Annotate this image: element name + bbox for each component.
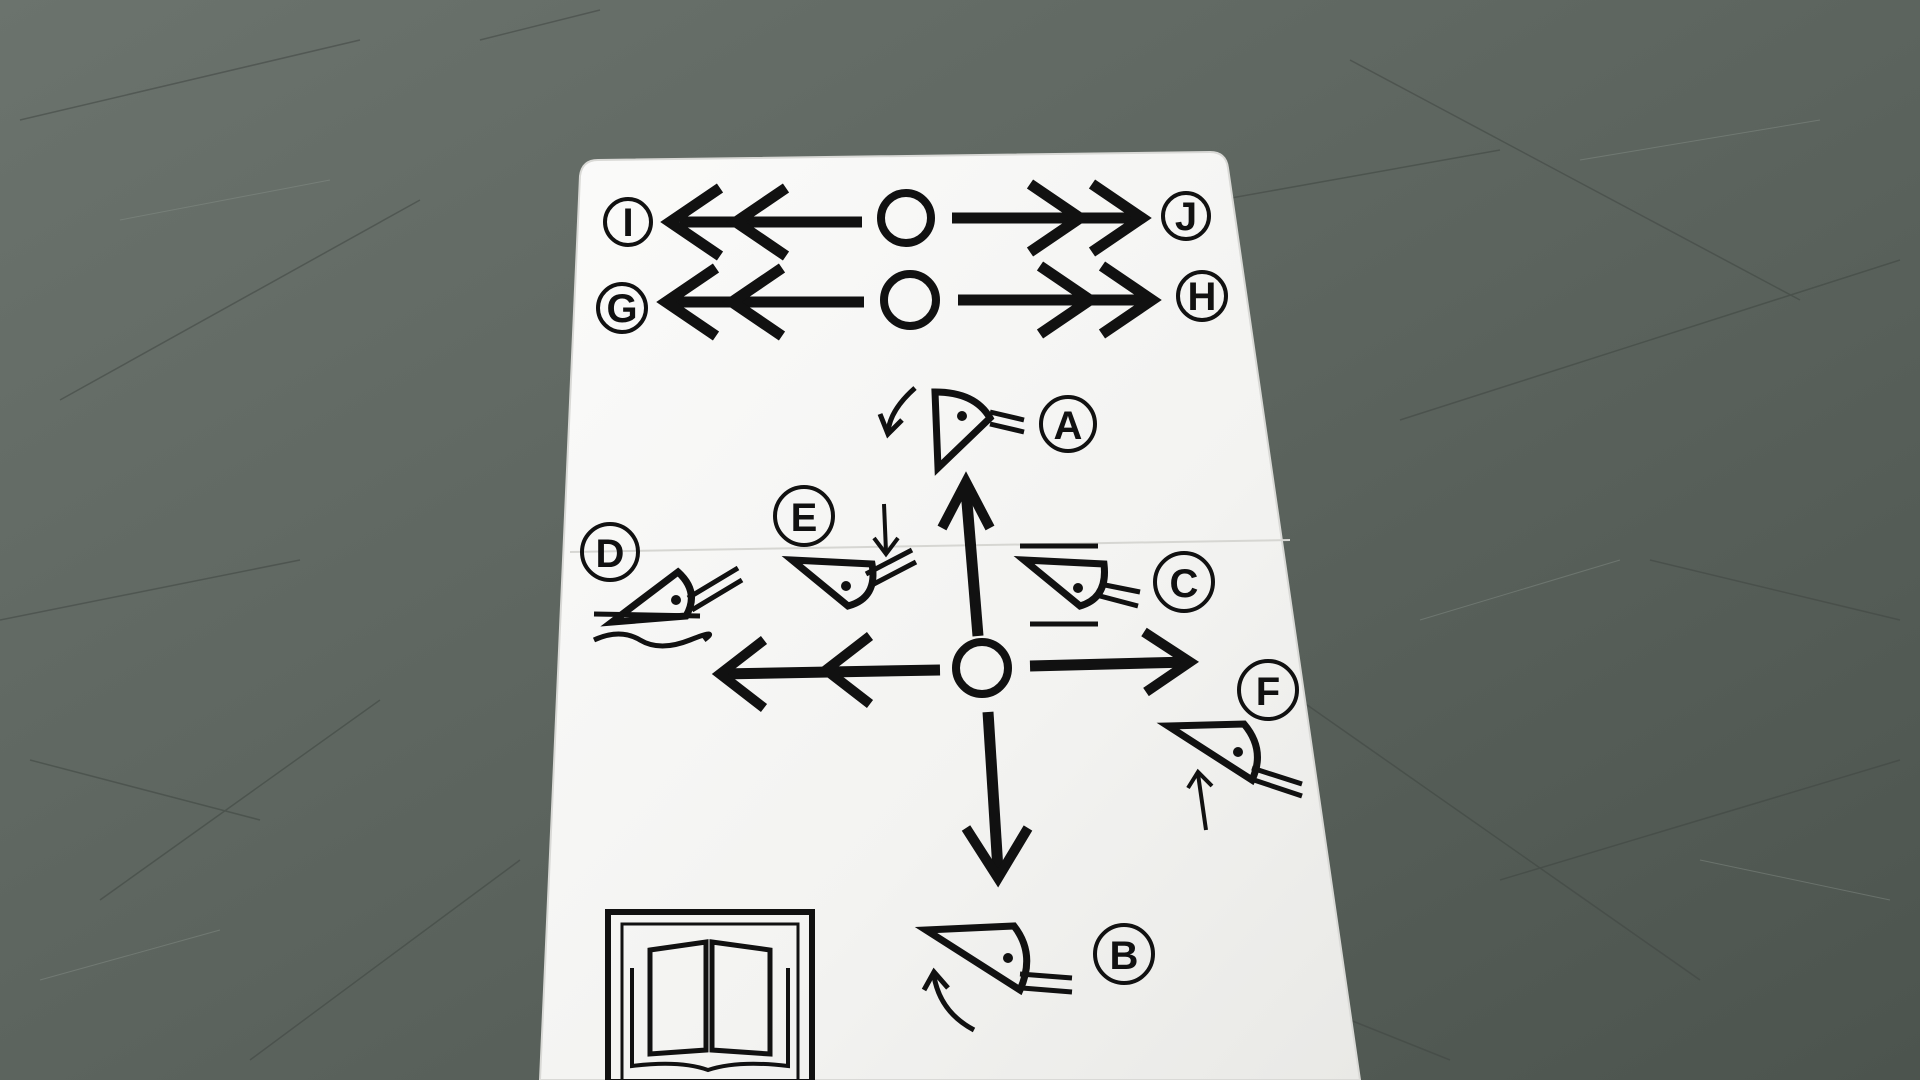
bucket-d: D (580, 522, 744, 649)
double-arrow-right-icon (952, 179, 1152, 257)
ground-wave-icon (593, 611, 701, 619)
sticker-fold-line (569, 539, 1291, 553)
bucket-icon (1156, 720, 1261, 786)
row-g-h: G H (596, 261, 1228, 341)
cross-control (711, 471, 1200, 888)
label-e: E (791, 496, 818, 540)
bucket-icon (1013, 555, 1108, 610)
bucket-a: A (877, 386, 1097, 476)
surface-highlights (39, 119, 1891, 981)
label-f: F (1256, 670, 1280, 714)
bucket-icon (914, 922, 1031, 996)
bucket-c: C (1013, 543, 1215, 627)
row-i-j: I J (603, 179, 1211, 261)
curved-arrow-icon (885, 386, 917, 433)
double-arrow-left-icon (656, 263, 864, 341)
surface-scratches (0, 9, 1901, 1061)
instruction-sticker (538, 150, 1362, 1080)
book-manual-icon (605, 909, 815, 1080)
bucket-f: F (1156, 659, 1303, 831)
bucket-icon (931, 388, 995, 476)
label-c: C (1170, 562, 1199, 606)
label-i: I (622, 201, 633, 245)
neutral-circle-icon (952, 638, 1012, 698)
curved-arrow-icon (931, 975, 976, 1033)
label-h: H (1188, 275, 1217, 319)
double-arrow-right-icon (958, 261, 1162, 339)
double-arrow-left-icon (660, 183, 862, 261)
bucket-e: E (773, 485, 918, 610)
label-b: B (1110, 934, 1139, 978)
bucket-icon (781, 555, 877, 610)
label-d: D (596, 532, 625, 576)
label-j: J (1175, 195, 1197, 239)
neutral-circle-icon (880, 270, 940, 330)
label-g: G (606, 287, 637, 331)
neutral-circle-icon (877, 189, 935, 247)
label-a: A (1054, 404, 1083, 448)
up-arrow-icon (1196, 773, 1208, 831)
bucket-b: B (914, 922, 1155, 1033)
down-arrow-icon (882, 503, 888, 553)
sticker-sheet (538, 150, 1362, 1080)
